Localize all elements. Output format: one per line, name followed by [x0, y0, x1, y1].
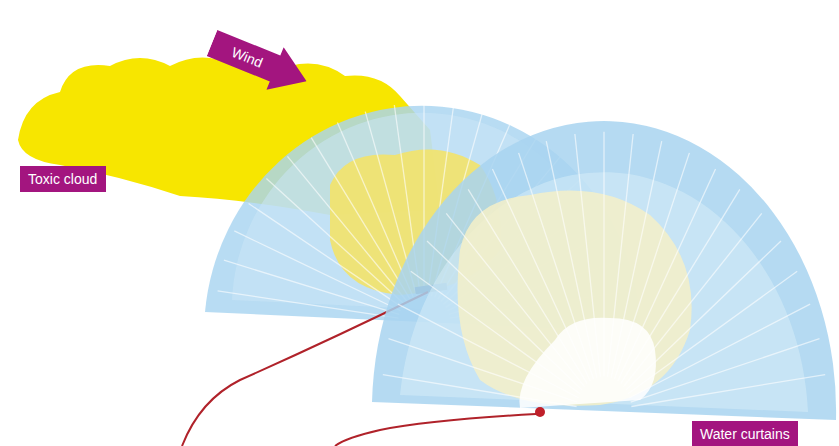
- spray-ray: [628, 271, 797, 393]
- spray-ray: [383, 375, 577, 407]
- spray-ray: [618, 169, 716, 381]
- spray-ray: [603, 132, 604, 377]
- spray-ray: [624, 213, 762, 386]
- spray-ray: [608, 134, 634, 377]
- spray-ray: [427, 241, 582, 390]
- water-curtain-front: [372, 121, 836, 420]
- spray-ray: [468, 189, 587, 383]
- feed-pipe: [335, 414, 536, 446]
- spray-ray: [626, 241, 781, 390]
- box-label: Toxic cloud: [28, 170, 97, 188]
- spray-ray: [621, 189, 740, 383]
- spray-ray: [446, 213, 584, 386]
- spray-ray: [218, 291, 399, 318]
- spray-ray: [287, 156, 407, 301]
- spray-ray: [411, 271, 580, 393]
- spray-ray: [615, 153, 690, 379]
- spray-ray: [398, 304, 579, 398]
- spray-ray: [546, 141, 597, 377]
- arrow-label: Wind: [229, 43, 265, 72]
- spray-ray: [266, 178, 404, 304]
- spray-ray: [631, 375, 825, 407]
- box-label: Water curtains: [700, 425, 790, 443]
- label-box: Toxic cloud: [20, 166, 106, 192]
- label-box: Water curtains: [692, 421, 798, 446]
- spray-ray: [631, 339, 820, 402]
- spray-ray: [575, 134, 601, 377]
